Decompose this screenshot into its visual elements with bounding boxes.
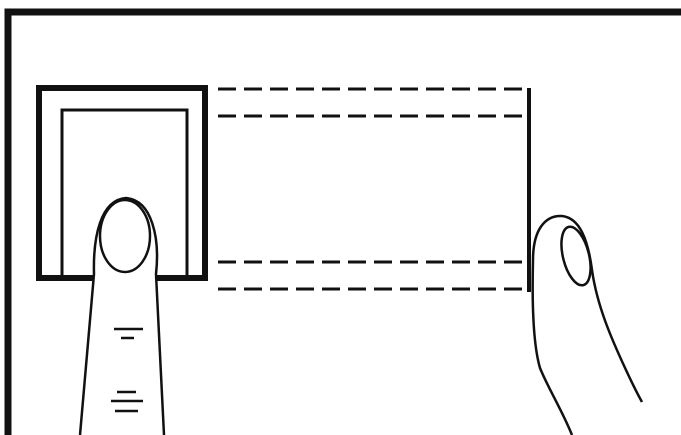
index-finger-icon [80, 198, 164, 435]
side-finger-icon [533, 216, 642, 435]
alignment-guide-lines [218, 89, 525, 289]
